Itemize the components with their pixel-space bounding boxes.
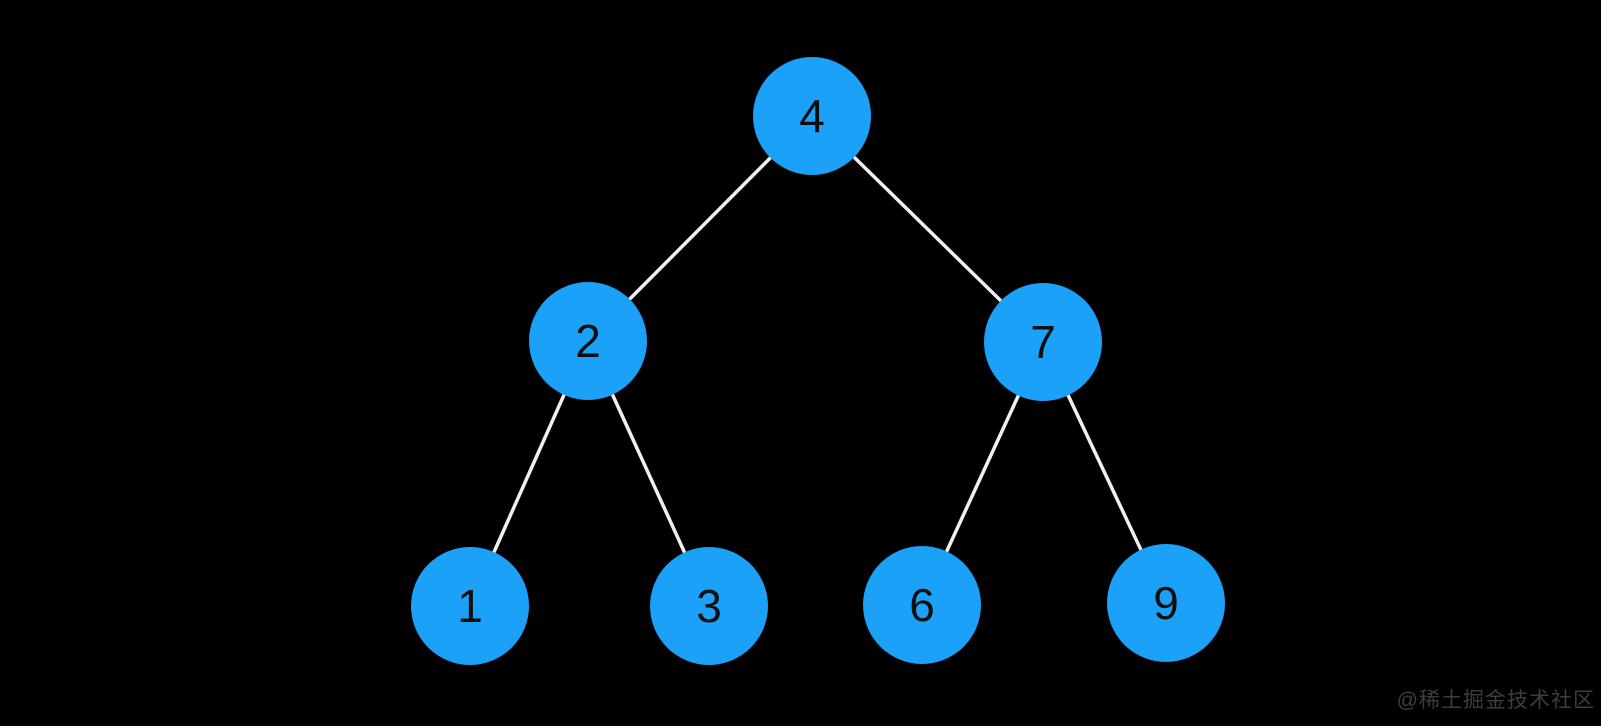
watermark: @稀土掘金技术社区: [1396, 689, 1595, 712]
tree-node-value: 4: [799, 90, 825, 142]
tree-node-circle: [1107, 544, 1225, 662]
tree-node-6: 6: [863, 546, 981, 664]
tree-node-circle: [650, 547, 768, 665]
tree-node-3: 3: [650, 547, 768, 665]
tree-node-value: 6: [909, 579, 935, 631]
tree-node-circle: [529, 282, 647, 400]
tree-node-circle: [411, 547, 529, 665]
tree-node-9: 9: [1107, 544, 1225, 662]
tree-node-value: 2: [575, 315, 601, 367]
tree-node-circle: [753, 57, 871, 175]
tree-node-value: 9: [1153, 577, 1179, 629]
tree-node-circle: [863, 546, 981, 664]
tree-node-7: 7: [984, 283, 1102, 401]
tree-node-value: 3: [696, 580, 722, 632]
tree-node-value: 7: [1030, 316, 1056, 368]
tree-node-circle: [984, 283, 1102, 401]
tree-node-4: 4: [753, 57, 871, 175]
tree-node-value: 1: [457, 580, 483, 632]
tree-node-2: 2: [529, 282, 647, 400]
tree-node-1: 1: [411, 547, 529, 665]
